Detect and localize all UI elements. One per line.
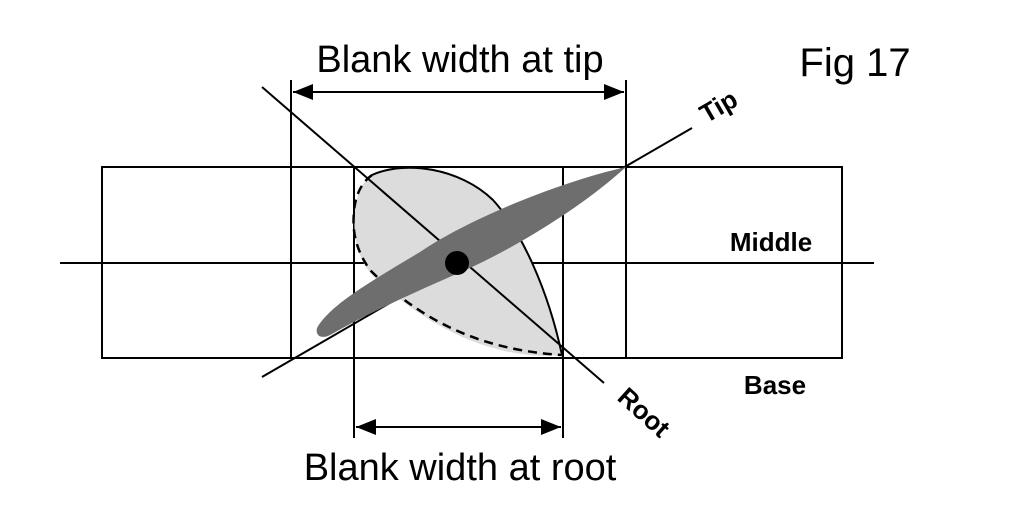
root-section-dashed-edge <box>352 173 563 357</box>
hub-point <box>445 251 469 275</box>
tip-width-label: Blank width at tip <box>316 39 603 81</box>
base-label: Base <box>744 370 806 400</box>
root-width-label: Blank width at root <box>304 447 617 489</box>
tip-line-label: Tip <box>694 84 742 129</box>
tip-section-shape <box>316 167 626 337</box>
root-section-solid-edge <box>371 166 563 356</box>
root-line-label: Root <box>612 381 676 443</box>
root-line <box>261 86 605 384</box>
middle-label: Middle <box>730 227 812 257</box>
figure-label: Fig 17 <box>799 41 910 85</box>
